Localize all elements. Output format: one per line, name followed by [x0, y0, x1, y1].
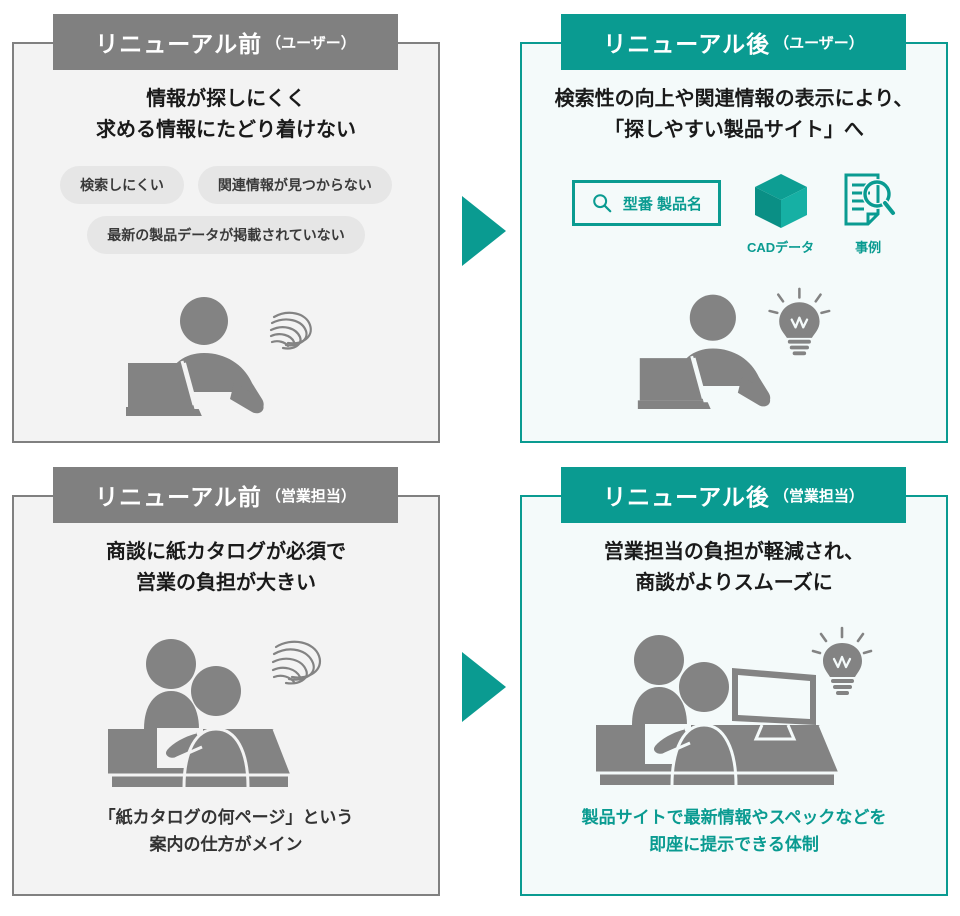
illustration-person-at-laptop-confused	[126, 287, 326, 422]
before-user-lead-line2: 求める情報にたどり着けない	[96, 119, 356, 141]
before-user-chip-group: 検索しにくい 関連情報が見つからない 最新の製品データが掲載されていない	[12, 166, 440, 266]
panel-before-user: リニューアル前 （ユーザー） 情報が探しにくく 求める情報にたどり着けない 検索…	[12, 14, 440, 443]
panel-before-user-tab: リニューアル前 （ユーザー）	[53, 14, 398, 70]
after-sales-lead-line1: 営業担当の負担が軽減され、	[603, 541, 865, 563]
after-user-lead-line1: 検索性の向上や関連情報の表示により、	[554, 88, 914, 110]
panel-before-sales-tab-subtitle: （営業担当）	[265, 487, 356, 505]
chip-row-2: 最新の製品データが掲載されていない	[12, 216, 440, 254]
panel-before-sales: リニューアル前 （営業担当） 商談に紙カタログが必須で 営業の負担が大きい	[12, 467, 440, 896]
chip-related-info-missing: 関連情報が見つからない	[197, 166, 392, 204]
right-triangle-arrow-icon	[462, 652, 506, 722]
after-sales-note-line2: 即座に提示できる体制	[649, 834, 819, 854]
right-triangle-arrow-icon	[462, 196, 506, 266]
chip-search-difficult: 検索しにくい	[60, 166, 184, 204]
before-sales-note: 「紙カタログの何ページ」という 案内の仕方がメイン	[99, 804, 354, 858]
product-search-box[interactable]: 型番 製品名	[571, 180, 721, 226]
panel-after-user-tab-subtitle: （ユーザー）	[774, 34, 864, 52]
arrow-top	[462, 196, 508, 271]
before-sales-lead-line1: 商談に紙カタログが必須で	[106, 541, 346, 563]
panel-before-user-content: 情報が探しにくく 求める情報にたどり着けない 検索しにくい 関連情報が見つからな…	[12, 42, 440, 443]
search-icon	[593, 194, 612, 213]
before-sales-note-line2: 案内の仕方がメイン	[149, 834, 303, 854]
panel-after-sales-tab-title: リニューアル後	[603, 484, 770, 510]
panel-after-user-tab: リニューアル後 （ユーザー）	[561, 14, 906, 70]
panel-before-user-tab-subtitle: （ユーザー）	[266, 34, 356, 52]
illustration-two-people-meeting-monitor-idea	[594, 625, 874, 795]
lightbulb-icon	[811, 626, 873, 695]
feature-case-study-caption: 事例	[855, 240, 882, 255]
panel-after-sales-content: 営業担当の負担が軽減され、 商談がよりスムーズに	[520, 495, 948, 896]
panel-before-sales-tab-title: リニューアル前	[95, 484, 262, 510]
before-user-lead-line1: 情報が探しにくく	[146, 88, 306, 110]
after-sales-lead-line2: 商談がよりスムーズに	[635, 572, 833, 594]
panel-before-user-tab-title: リニューアル前	[95, 31, 263, 57]
lightbulb-icon	[768, 287, 831, 355]
before-sales-lead: 商談に紙カタログが必須で 営業の負担が大きい	[106, 537, 346, 599]
panel-after-user-tab-title: リニューアル後	[603, 31, 771, 57]
illustration-two-people-meeting-confused	[106, 629, 346, 794]
panel-after-user-content: 検索性の向上や関連情報の表示により、 「探しやすい製品サイト」へ 型番 製品名	[520, 42, 948, 443]
document-search-icon	[844, 173, 897, 226]
after-sales-note-line1: 製品サイトで最新情報やスペックなどを	[581, 807, 887, 827]
chip-row-1: 検索しにくい 関連情報が見つからない	[12, 166, 440, 204]
panel-before-sales-tab: リニューアル前 （営業担当）	[53, 467, 398, 523]
after-user-feature-row: 型番 製品名 CADデータ	[571, 172, 897, 256]
cube-icon	[754, 174, 807, 228]
feature-cad-data-caption: CADデータ	[747, 240, 815, 255]
feature-case-study: 事例	[840, 172, 897, 256]
feature-cad-data: CADデータ	[747, 172, 814, 256]
after-user-lead: 検索性の向上や関連情報の表示により、 「探しやすい製品サイト」へ	[555, 84, 914, 146]
panel-before-sales-content: 商談に紙カタログが必須で 営業の負担が大きい	[12, 495, 440, 896]
after-sales-note: 製品サイトで最新情報やスペックなどを 即座に提示できる体制	[582, 804, 887, 858]
panel-after-sales-tab: リニューアル後 （営業担当）	[561, 467, 906, 523]
product-search-placeholder: 型番 製品名	[622, 195, 702, 213]
before-sales-lead-line2: 営業の負担が大きい	[136, 572, 316, 594]
before-user-lead: 情報が探しにくく 求める情報にたどり着けない	[96, 84, 356, 146]
after-user-lead-line2: 「探しやすい製品サイト」へ	[604, 119, 864, 141]
panel-after-sales: リニューアル後 （営業担当） 営業担当の負担が軽減され、 商談がよりスムーズに	[520, 467, 948, 896]
chip-no-latest-data: 最新の製品データが掲載されていない	[87, 216, 365, 254]
before-sales-note-line1: 「紙カタログの何ページ」という	[98, 807, 354, 827]
panel-after-user: リニューアル後 （ユーザー） 検索性の向上や関連情報の表示により、 「探しやすい…	[520, 14, 948, 443]
illustration-person-at-laptop-idea	[634, 285, 834, 415]
panel-after-sales-tab-subtitle: （営業担当）	[773, 487, 864, 505]
arrow-bottom	[462, 652, 508, 727]
after-sales-lead: 営業担当の負担が軽減され、 商談がよりスムーズに	[604, 537, 864, 599]
